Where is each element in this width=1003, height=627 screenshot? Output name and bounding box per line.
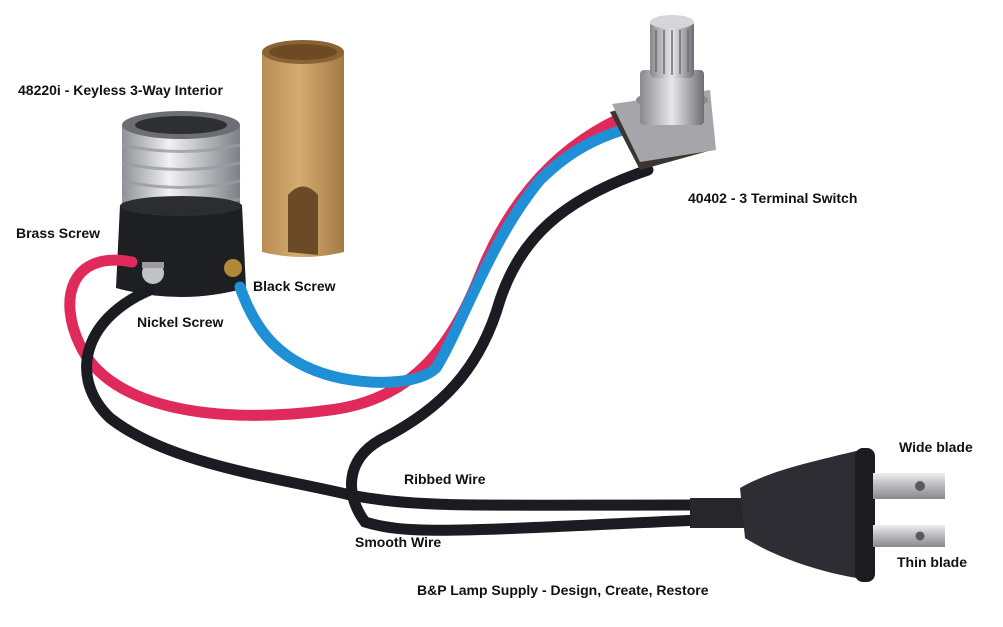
black-screw-label: Black Screw [253, 278, 336, 294]
three-terminal-switch [610, 15, 716, 170]
black-wire-switch [346, 164, 706, 536]
switch-label: 40402 - 3 Terminal Switch [688, 190, 858, 206]
brass-screw-head [224, 259, 242, 277]
footer-tagline: B&P Lamp Supply - Design, Create, Restor… [417, 582, 709, 598]
nickel-screw-label: Nickel Screw [137, 314, 224, 330]
blue-wire [234, 119, 646, 388]
wide-blade-label: Wide blade [899, 439, 973, 455]
thin-blade-label: Thin blade [897, 554, 967, 570]
wide-blade-shape [873, 473, 945, 499]
socket-interior-label: 48220i - Keyless 3-Way Interior [18, 82, 223, 98]
cardboard-insulator-tube [262, 40, 344, 257]
brass-screw-label: Brass Screw [16, 225, 101, 241]
ribbed-wire-label: Ribbed Wire [404, 471, 486, 487]
two-prong-plug [690, 448, 945, 582]
black-wire-socket [81, 284, 706, 511]
keyless-socket-interior [116, 111, 246, 297]
smooth-wire-label: Smooth Wire [355, 534, 442, 550]
thin-blade-shape [873, 525, 945, 547]
